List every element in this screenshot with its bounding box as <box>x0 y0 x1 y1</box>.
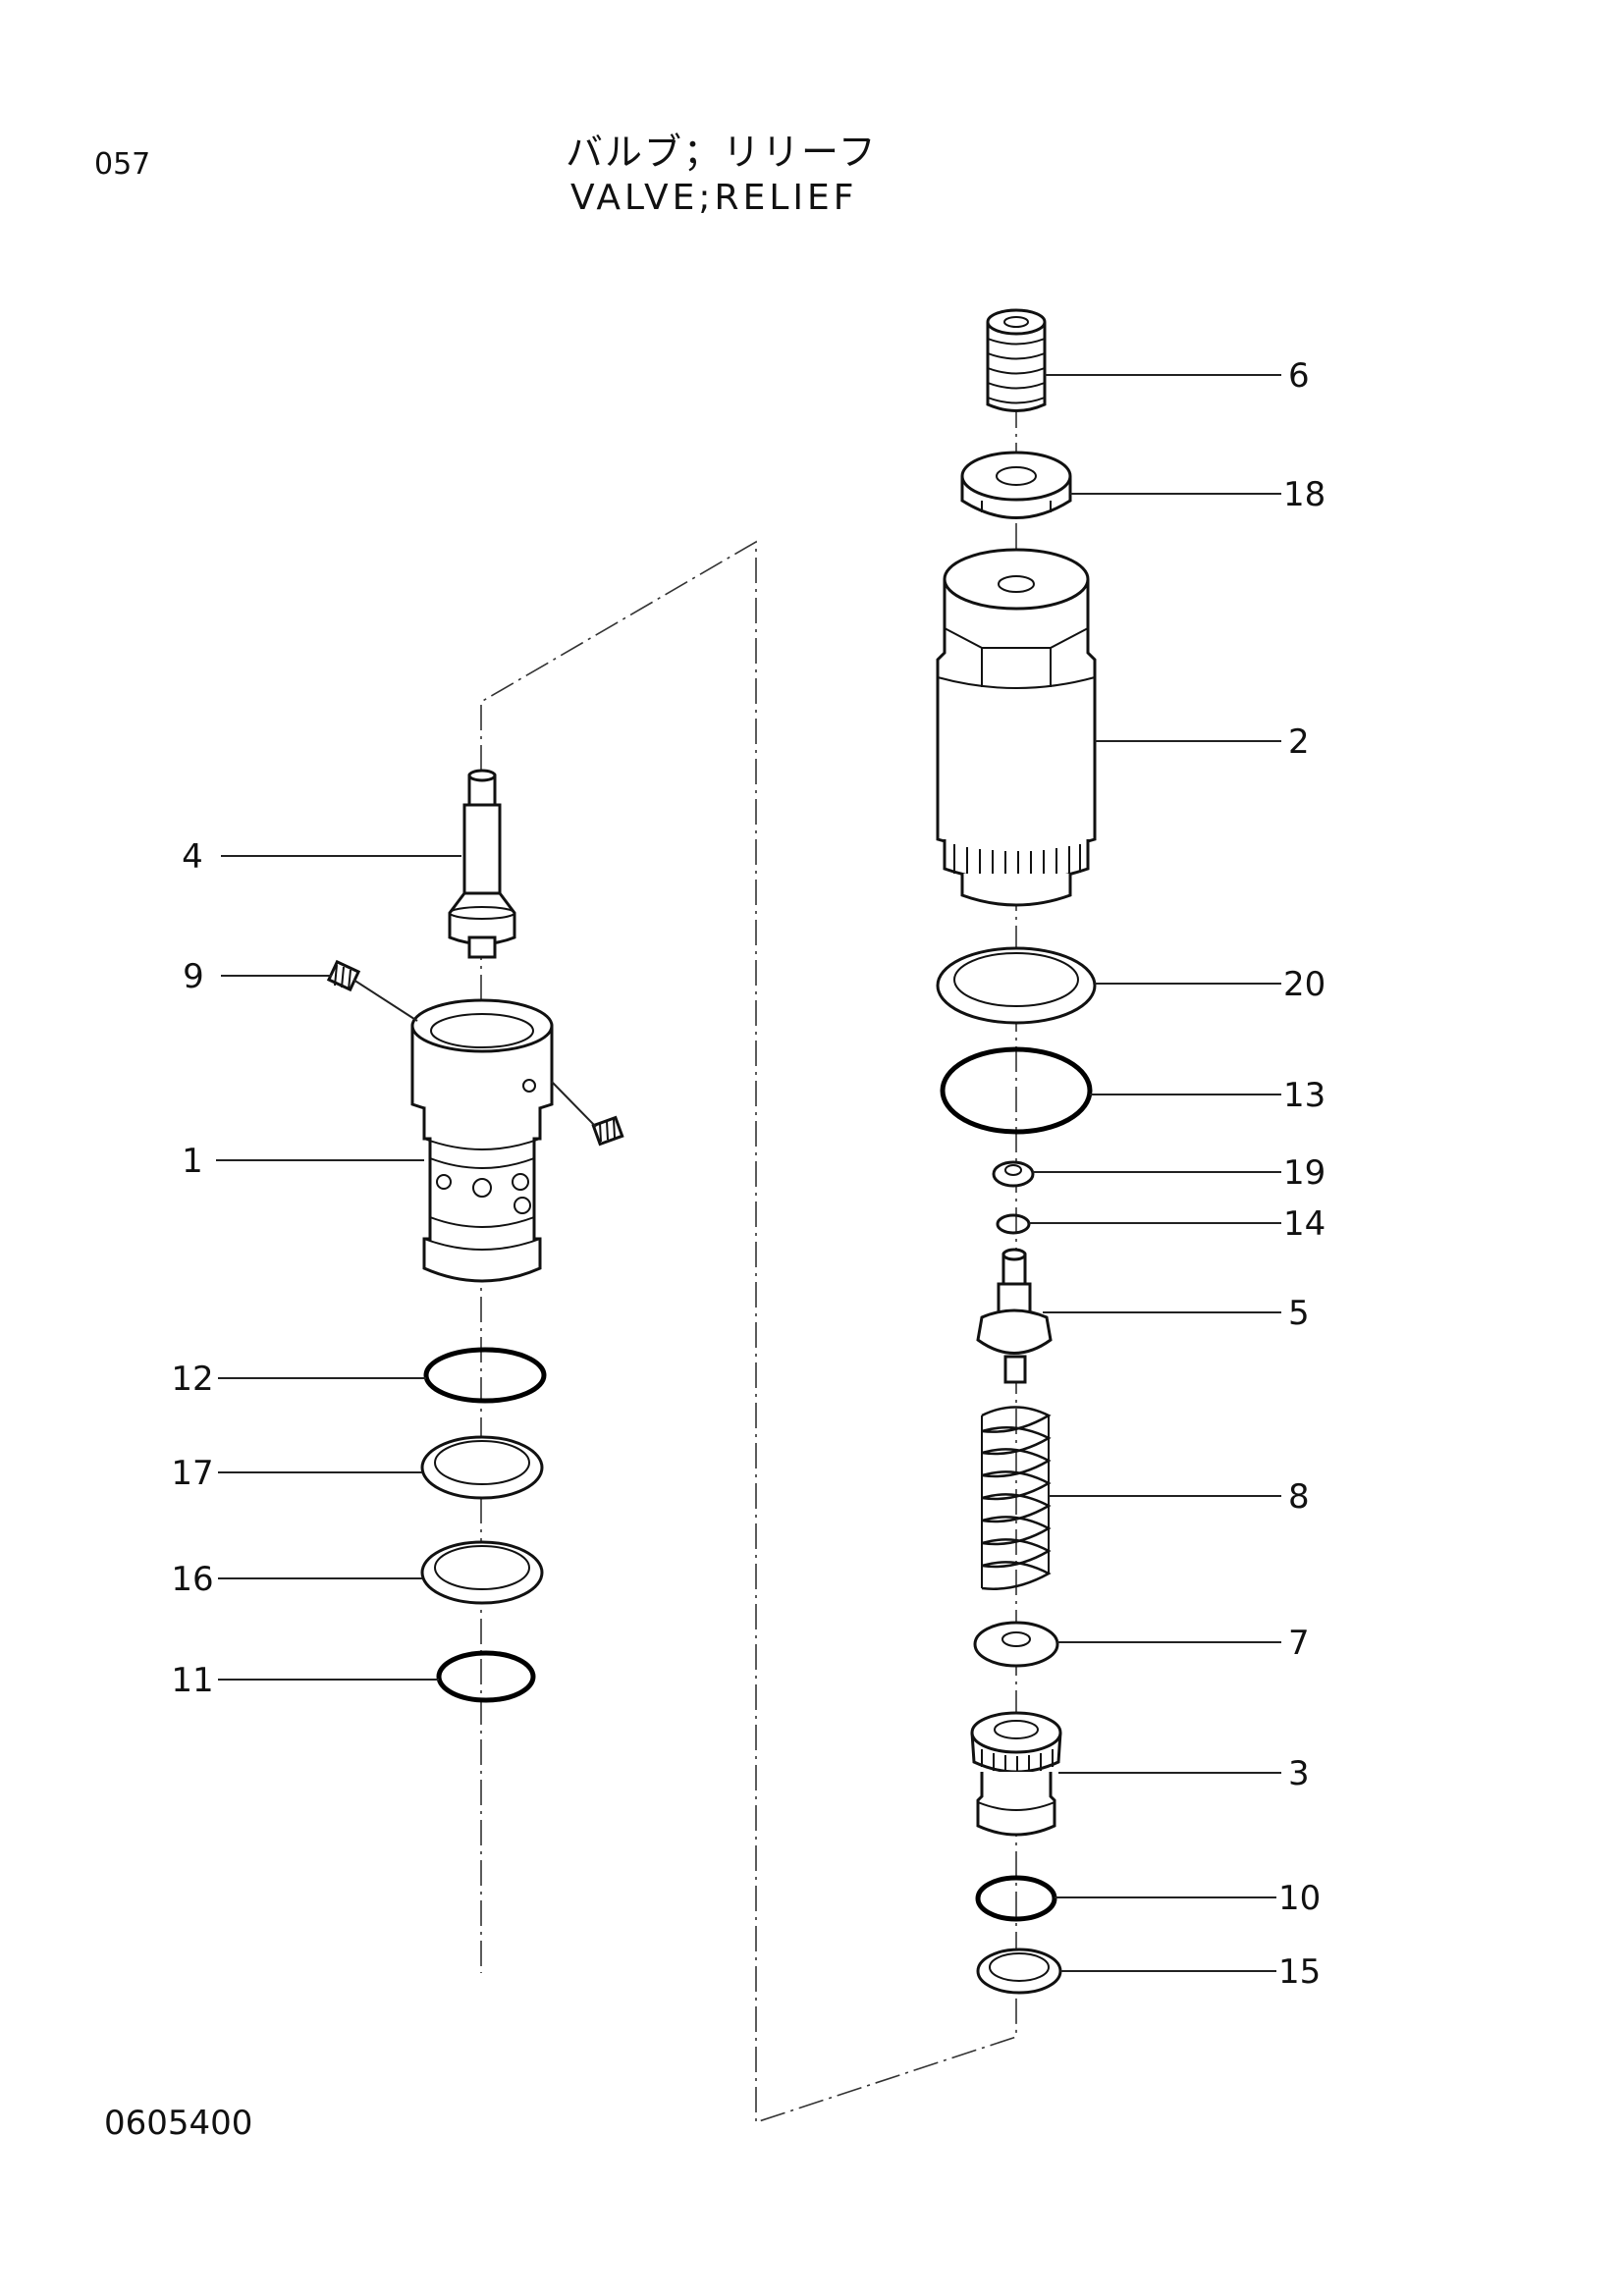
callout-19: 19 <box>1283 1153 1325 1193</box>
part-15-backup-ring <box>976 1948 1062 1995</box>
part-6-adjusting-screw <box>986 308 1047 412</box>
part-9-set-screw <box>326 959 624 1147</box>
callout-labels: 4 9 1 12 17 16 11 6 18 2 20 13 19 14 5 8… <box>171 356 1325 1992</box>
part-19-seat <box>992 1160 1035 1188</box>
part-17-backup-ring <box>420 1435 544 1500</box>
callout-15: 15 <box>1278 1952 1321 1992</box>
part-13-o-ring <box>940 1046 1093 1135</box>
callout-16: 16 <box>171 1560 213 1599</box>
title-japanese: バルブ；リリーフ <box>566 131 878 174</box>
part-7-washer <box>973 1621 1059 1668</box>
drawing-number: 0605400 <box>104 2104 253 2143</box>
callout-20: 20 <box>1283 965 1325 1004</box>
callout-13: 13 <box>1283 1076 1325 1115</box>
callout-18: 18 <box>1283 475 1325 514</box>
callout-11: 11 <box>171 1661 213 1700</box>
callout-12: 12 <box>171 1360 213 1399</box>
part-14-o-ring <box>996 1213 1031 1235</box>
callout-17: 17 <box>171 1454 213 1493</box>
part-3-spring-seat <box>970 1711 1062 1837</box>
callout-4: 4 <box>182 837 203 877</box>
callout-14: 14 <box>1283 1204 1325 1244</box>
callout-2: 2 <box>1288 722 1310 762</box>
part-18-lock-nut <box>960 451 1072 519</box>
callout-1: 1 <box>182 1142 203 1181</box>
part-5-poppet <box>976 1248 1053 1384</box>
leader-lines <box>216 374 1281 1972</box>
callout-7: 7 <box>1288 1624 1310 1663</box>
part-16-backup-ring <box>420 1540 544 1605</box>
part-8-spring <box>981 1406 1052 1590</box>
callout-9: 9 <box>183 957 204 996</box>
callout-8: 8 <box>1288 1477 1310 1517</box>
page-code: 057 <box>94 147 151 182</box>
callout-10: 10 <box>1278 1879 1321 1918</box>
part-1-sleeve <box>410 998 554 1283</box>
part-4-poppet <box>448 769 516 959</box>
callout-5: 5 <box>1288 1294 1310 1333</box>
part-11-o-ring <box>436 1650 536 1703</box>
part-2-plug <box>936 548 1097 907</box>
callout-6: 6 <box>1288 356 1310 396</box>
assembly-path <box>480 402 1017 2124</box>
title-english: VALVE;RELIEF <box>570 178 858 218</box>
part-12-o-ring <box>423 1347 547 1404</box>
part-20-backup-ring <box>936 946 1097 1025</box>
callout-3: 3 <box>1288 1754 1310 1793</box>
